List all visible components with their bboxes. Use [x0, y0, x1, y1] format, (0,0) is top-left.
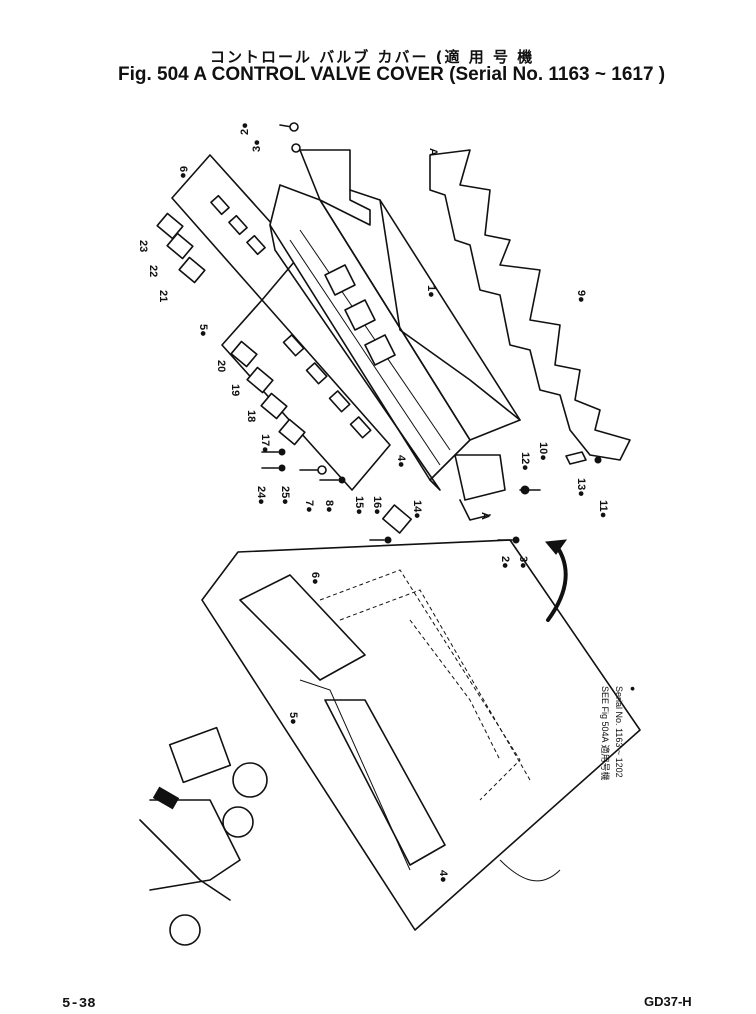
callout-21: 21 — [157, 290, 169, 302]
callout-8: 8● — [323, 500, 335, 513]
callout-a-top: A — [427, 148, 439, 156]
inset-note-line1: SEE Fig 504A 適用号機 — [600, 686, 611, 781]
callout-16: 16● — [371, 496, 383, 515]
model-code: GD37-H — [644, 994, 692, 1009]
grader-machine-illustration — [139, 726, 268, 946]
callout-13: 13● — [575, 478, 587, 497]
callout-14: 14● — [411, 500, 423, 519]
cover-plate-6 — [171, 154, 301, 301]
curved-arrow — [546, 543, 568, 622]
callout-4-inset: 4● — [437, 870, 449, 883]
callout-22: 22 — [147, 265, 159, 277]
callout-24: 24● — [255, 486, 267, 505]
bolts-and-washers — [261, 122, 602, 544]
callout-2: 2● — [239, 122, 251, 135]
figure-title: Fig. 504 A CONTROL VALVE COVER (Serial N… — [118, 64, 666, 85]
callout-20: 20 — [215, 360, 227, 372]
inset-note-line2: Serial No. 1163 ~ 1202 — [614, 686, 624, 778]
cover-plate-5 — [221, 299, 391, 491]
callout-25: 25● — [279, 486, 291, 505]
inset-note: SEE Fig 504A 適用号機 Serial No. 1163 ~ 1202… — [600, 686, 638, 781]
callout-9: 9● — [575, 290, 587, 303]
callout-4: 4● — [395, 455, 407, 468]
title-japanese: コントロール バルブ カバー (適 用 号 機 — [210, 48, 535, 66]
callout-7: 7● — [303, 500, 315, 513]
callout-23: 23 — [137, 240, 149, 252]
callout-a-mid: A — [479, 512, 491, 520]
callout-1: 1● — [425, 285, 437, 298]
callout-12: 12● — [519, 452, 531, 471]
callout-11: 11● — [597, 500, 609, 518]
callout-5: 5● — [197, 324, 209, 337]
callout-19: 19 — [229, 384, 241, 396]
arrow-head — [545, 539, 568, 555]
callout-6: 6● — [177, 166, 189, 179]
callout-17: 17● — [259, 434, 271, 453]
gaskets — [156, 212, 413, 534]
side-plate-9 — [429, 149, 631, 461]
callout-3: 3● — [251, 139, 263, 152]
frame-1 — [269, 149, 521, 521]
inset-note-line3: ● — [628, 686, 638, 691]
callout-10: 10● — [537, 442, 549, 461]
callout-labels: 2● 3● 6● 23 22 21 5● 20 19 18 17● 4● 1● … — [137, 122, 609, 883]
callout-18: 18 — [245, 410, 257, 422]
callout-6-inset: 6● — [309, 572, 321, 585]
callout-3-lower: 3● — [517, 556, 529, 569]
callout-15: 15● — [353, 496, 365, 515]
page-number: 5-38 — [62, 996, 96, 1012]
inset-earlier-version — [201, 539, 641, 931]
callout-2-lower: 2● — [499, 556, 511, 569]
callout-5-inset: 5● — [287, 712, 299, 725]
